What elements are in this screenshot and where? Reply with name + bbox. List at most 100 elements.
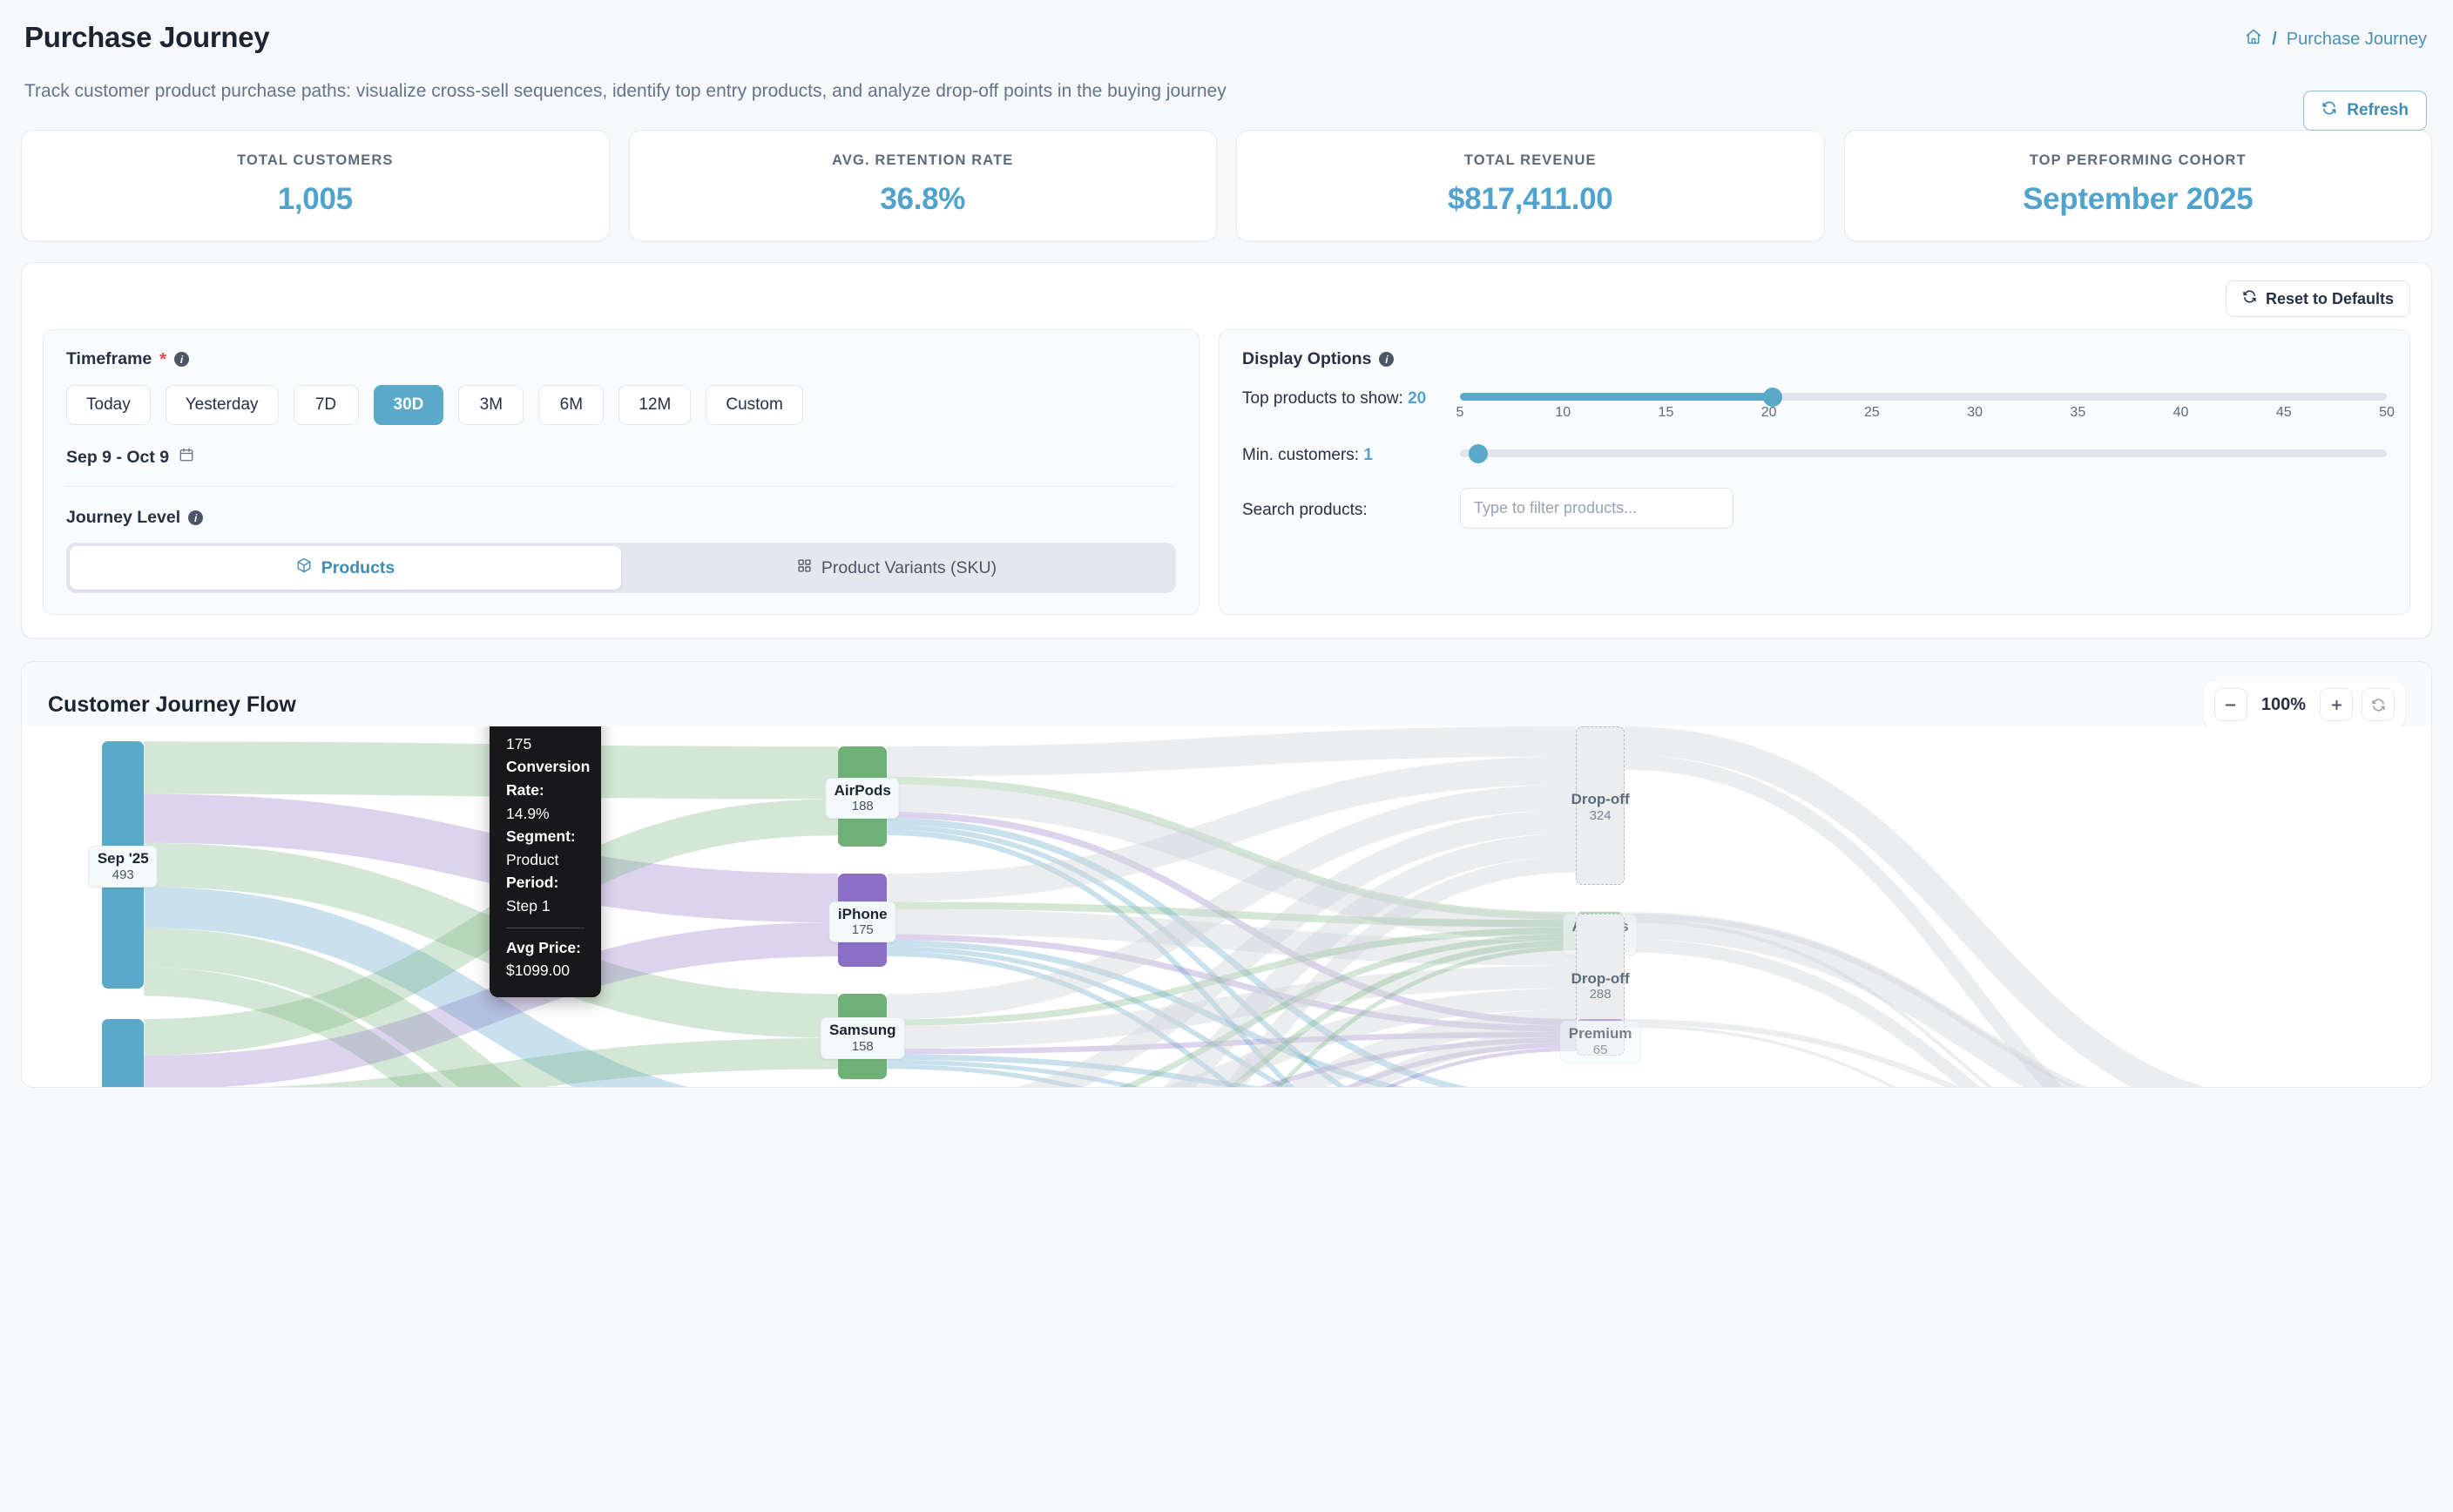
sankey-link[interactable] [1625,1019,2315,1087]
sankey-link[interactable] [1625,912,2315,1087]
slider-track[interactable] [1460,387,2387,407]
date-range[interactable]: Sep 9 - Oct 9 [66,447,1176,468]
sankey-link[interactable] [887,830,1576,1087]
timeframe-option-custom[interactable]: Custom [706,385,803,425]
sankey-link[interactable] [887,946,1577,1087]
sankey-link[interactable] [887,934,1577,1032]
sankey-link[interactable] [887,927,1577,1026]
sankey-link[interactable] [887,1029,1577,1087]
sankey-link[interactable] [1625,754,2315,1087]
sankey-link[interactable] [1625,726,2315,1087]
slider-tick: 35 [2070,405,2086,420]
sankey-link[interactable] [887,784,1577,942]
sankey-link[interactable] [887,1009,1577,1087]
refresh-label: Refresh [2347,101,2409,119]
top-products-label-text: Top products to show: [1242,389,1403,408]
timeframe-option-12m[interactable]: 12M [618,385,692,425]
timeframe-option-3m[interactable]: 3M [458,385,524,425]
sankey-link[interactable] [887,1037,1577,1087]
sankey-link[interactable] [887,809,1577,1087]
sankey-link[interactable] [144,922,839,1087]
info-icon[interactable]: i [1379,352,1395,367]
sankey-link[interactable] [144,967,838,1087]
sankey-node-name: Sep '25 [97,850,149,867]
zoom-in-button[interactable] [2320,688,2353,721]
journey-level-option-sku[interactable]: Product Variants (SKU) [621,546,1172,590]
sankey-link[interactable] [887,776,1577,921]
info-icon[interactable]: i [188,510,204,525]
sankey-link[interactable] [887,1042,1577,1087]
page-subtitle: Track customer product purchase paths: v… [24,81,1226,101]
kpi-card-total-customers: TOTAL CUSTOMERS 1,005 [21,130,610,241]
min-customers-slider[interactable] [1460,442,2387,463]
zoom-reset-button[interactable] [2362,688,2395,721]
calendar-icon[interactable] [179,447,194,468]
sankey-link[interactable] [887,951,1576,1087]
filters-toolbar: Reset to Defaults [43,280,2410,317]
timeframe-option-6m[interactable]: 6M [538,385,605,425]
date-range-text: Sep 9 - Oct 9 [66,447,170,467]
sankey-link[interactable] [887,856,1577,1087]
sankey-link[interactable] [887,940,1576,1087]
slider-knob[interactable] [1469,443,1489,463]
refresh-button[interactable]: Refresh [2303,91,2427,131]
slider-track[interactable] [1460,443,2387,463]
sankey-node-name: Drop-off [1571,791,1630,808]
sankey-link[interactable] [144,887,838,1087]
zoom-level: 100% [2260,694,2306,714]
sankey-link[interactable] [887,940,1577,1087]
timeframe-option-7d[interactable]: 7D [293,385,359,425]
reset-label: Reset to Defaults [2265,289,2394,307]
sankey-link[interactable] [1625,914,2315,1087]
timeframe-option-30d[interactable]: 30D [373,385,444,425]
sankey-link[interactable] [887,1054,1576,1087]
sankey-link[interactable] [887,1059,1576,1087]
display-options-label: Display Options [1242,349,1372,368]
sankey-link[interactable] [887,1031,1577,1055]
sankey-node[interactable]: Oct '25322 [102,1019,145,1087]
timeframe-option-yesterday[interactable]: Yesterday [165,385,279,425]
sankey-link[interactable] [144,928,838,1087]
sankey-link[interactable] [887,726,1577,777]
sankey-link[interactable] [887,988,1577,1087]
sankey-link[interactable] [887,818,1576,1087]
sankey-link[interactable] [887,901,1577,928]
sankey-link[interactable] [887,1064,1576,1087]
sankey-link[interactable] [887,811,1577,1026]
timeframe-option-today[interactable]: Today [66,385,151,425]
sankey-link[interactable] [887,833,1577,1087]
zoom-out-button[interactable] [2213,688,2247,721]
home-icon[interactable] [2245,28,2262,51]
slider-tick: 50 [2379,405,2395,420]
sankey-link[interactable] [887,824,1576,1087]
sankey-link[interactable] [1625,1024,2315,1087]
grid-icon [797,558,812,578]
info-icon[interactable]: i [174,352,190,367]
sankey-link[interactable] [887,908,1577,966]
sankey-link[interactable] [1625,919,2315,1087]
sankey-link[interactable] [887,784,1577,1020]
sankey-link[interactable] [887,1047,1577,1087]
breadcrumb-current[interactable]: Purchase Journey [2286,29,2427,49]
sankey-link[interactable] [887,756,1577,902]
sankey-link[interactable] [1625,939,2315,1087]
journey-level-option-products[interactable]: Products [70,546,621,590]
search-products-input[interactable] [1460,488,1733,529]
sankey-link[interactable] [887,934,1577,1087]
sankey-canvas[interactable]: Sep '25493Oct '25322AirPods188iPhone175S… [22,726,2431,1087]
slider-knob[interactable] [1762,387,1782,407]
journey-level-label: Journey Level [66,508,181,527]
reset-to-defaults-button[interactable]: Reset to Defaults [2225,280,2410,317]
sankey-link[interactable] [887,965,1577,1050]
sankey-link[interactable] [144,1037,839,1087]
sankey-link[interactable] [887,946,1576,1088]
slider-tick: 10 [1555,405,1571,420]
